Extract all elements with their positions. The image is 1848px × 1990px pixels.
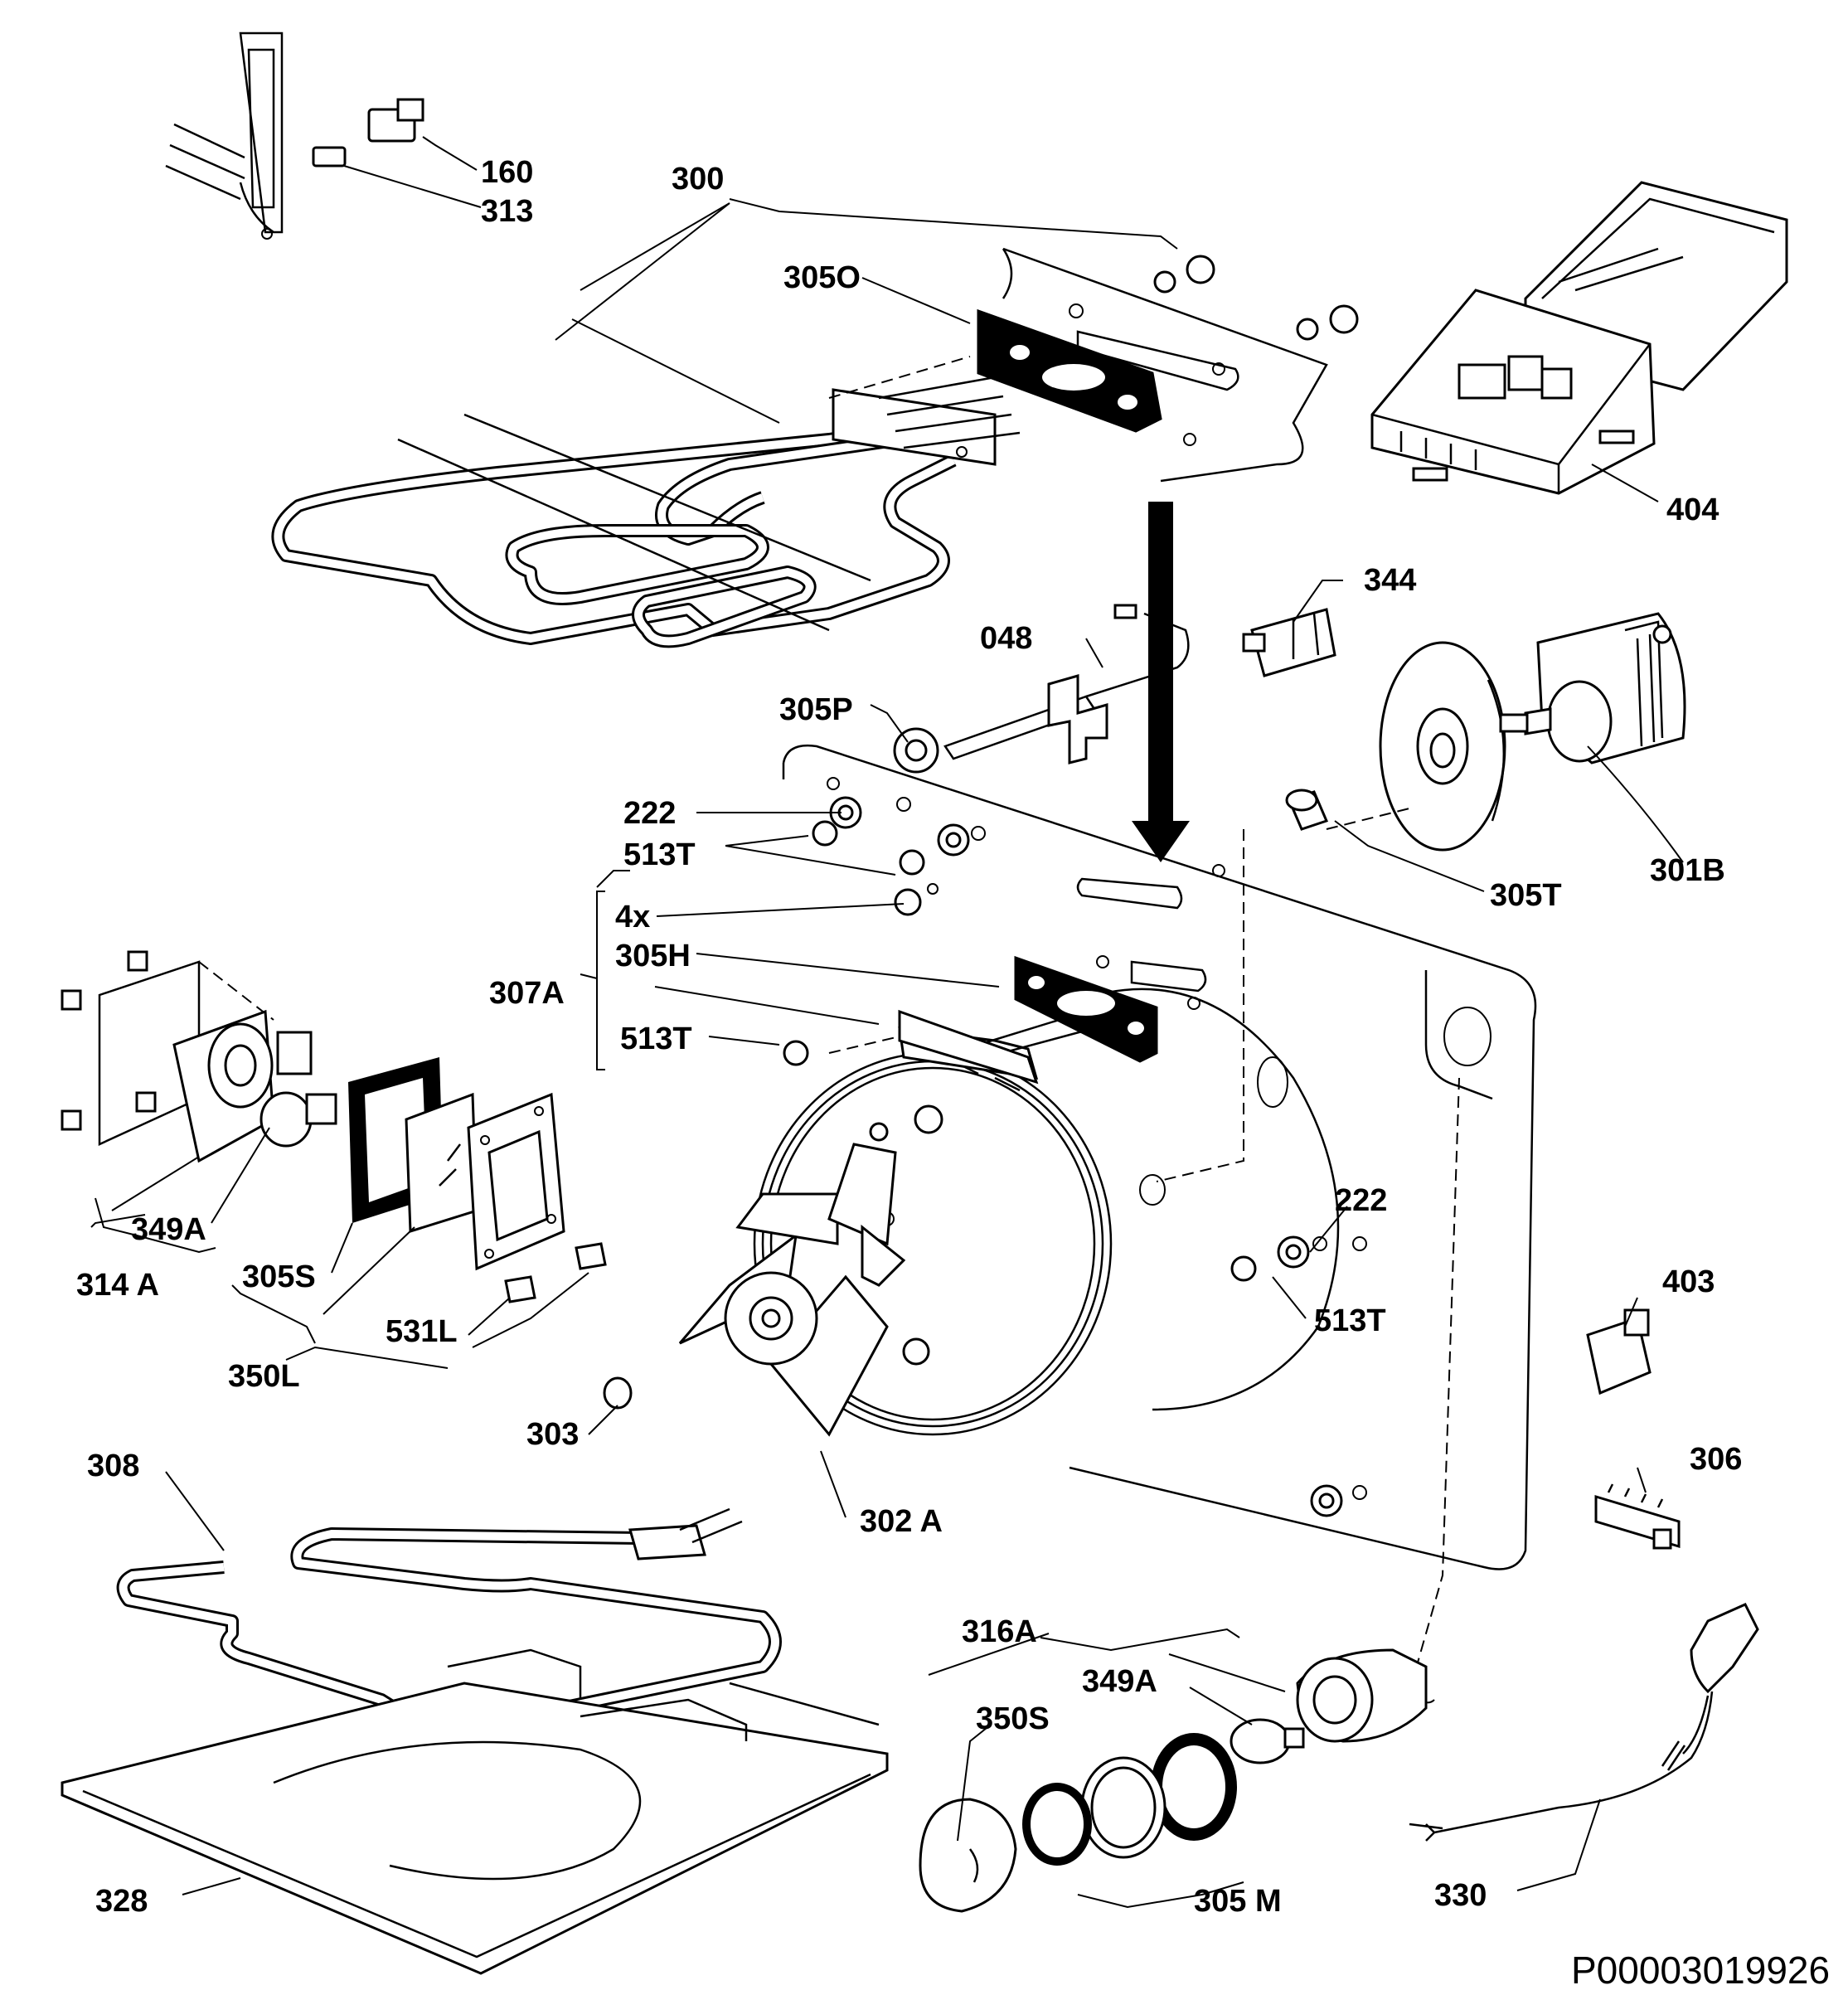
label-305T: 305T [1490,878,1562,913]
lamp-glass-cover [348,1057,607,1303]
label-316A: 316A [962,1614,1037,1649]
label-330: 330 [1434,1878,1487,1913]
label-305P: 305P [779,692,853,727]
label-301B: 301B [1650,853,1725,888]
leader-lines [90,136,1684,1909]
label-160: 160 [481,155,533,190]
grill-heating-element [271,376,1021,648]
label-305H: 305H [615,939,691,973]
label-4x: 4x [615,900,650,934]
label-300: 300 [672,162,724,197]
oven-rear-panel [782,744,1537,1704]
timer-assembly [1285,612,1686,852]
label-513T-right: 513T [1314,1303,1386,1338]
label-350L: 350L [228,1359,300,1394]
label-305S: 305S [242,1260,316,1294]
label-513T-top: 513T [623,837,696,872]
electronic-control-module [1370,181,1788,495]
label-222-right: 222 [1335,1183,1387,1218]
door-switch-assembly [165,32,424,240]
fan-gasket-bracket [783,796,1327,1282]
terminal-parts [1586,1308,1681,1550]
label-307A: 307A [489,976,565,1011]
label-305O: 305O [783,260,861,295]
top-rear-panel-section [828,247,1359,483]
bottom-panel [61,1648,889,1975]
power-cable [1409,1603,1759,1842]
label-222-top: 222 [623,796,676,831]
label-344: 344 [1364,563,1416,598]
selector-switch [1242,608,1336,677]
label-308: 308 [87,1449,139,1483]
side-lamp-assembly [61,950,337,1163]
label-302A: 302 A [860,1504,943,1539]
label-404: 404 [1666,493,1719,527]
label-328: 328 [95,1884,148,1919]
label-306: 306 [1690,1442,1742,1477]
label-314A: 314 A [76,1268,159,1303]
label-403: 403 [1662,1264,1715,1299]
document-code: P00003019926 [1571,1949,1830,1990]
temperature-sensor [893,604,1190,774]
label-305M: 305 M [1194,1884,1282,1919]
ceiling-lamp-assembly [919,1648,1428,1913]
label-531L: 531L [386,1314,458,1349]
label-313: 313 [481,194,533,229]
label-048: 048 [980,621,1032,656]
label-349A-bottom: 349A [1082,1664,1157,1699]
label-303: 303 [526,1417,579,1452]
label-513T-mid: 513T [620,1022,692,1056]
assembly-direction-arrow [1132,502,1190,862]
part-labels: 160 313 300 305O 404 344 048 305P 301B 2… [76,155,1742,1919]
label-349A-left: 349A [131,1212,206,1247]
label-350S: 350S [976,1701,1050,1736]
